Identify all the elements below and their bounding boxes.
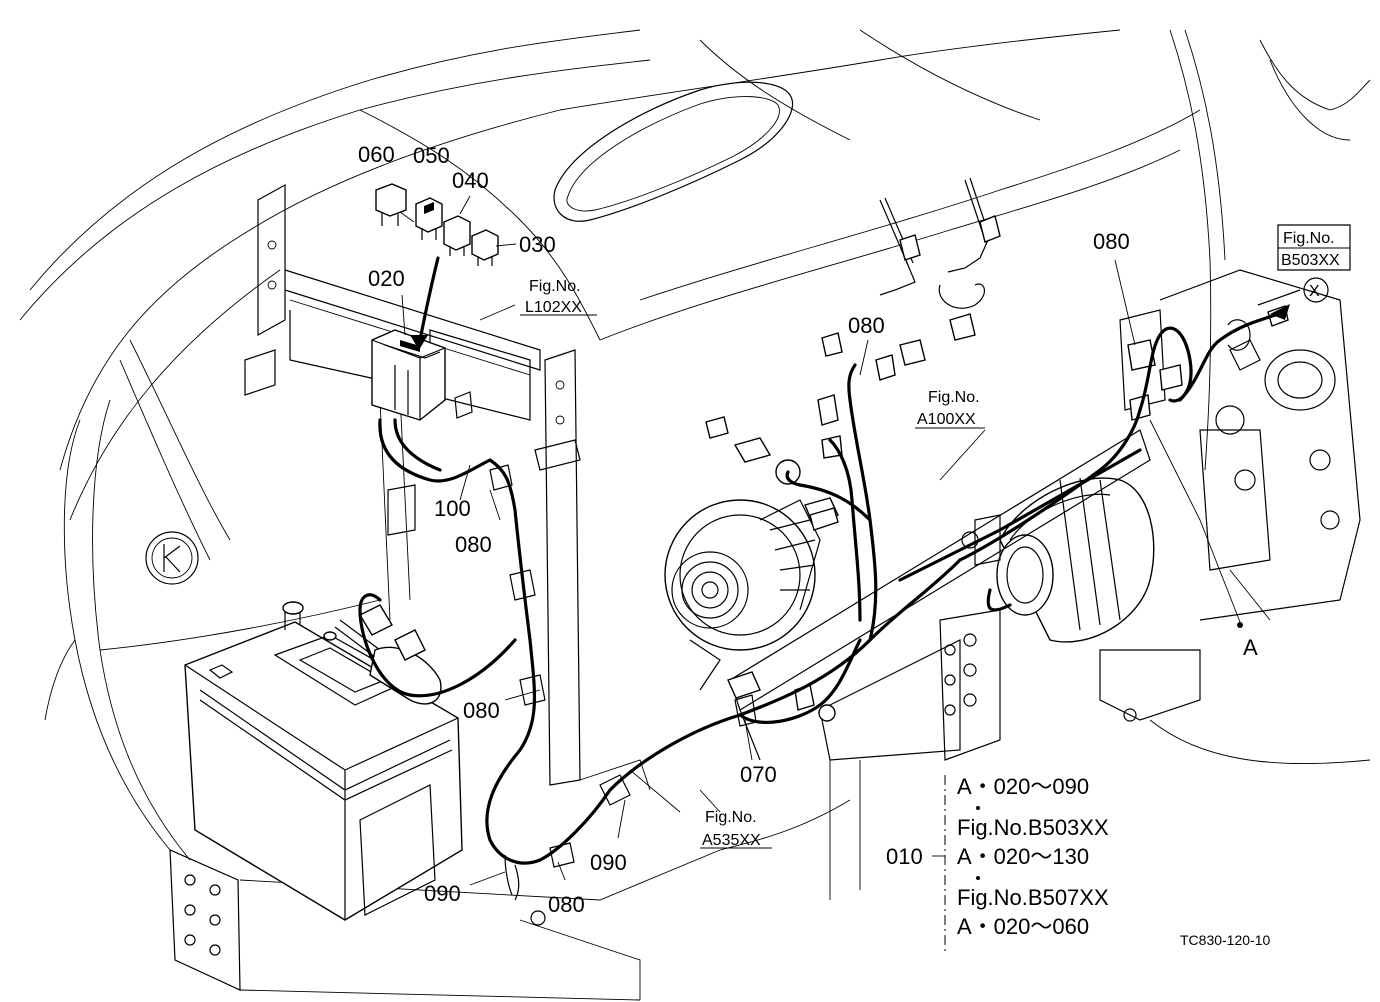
hood-vent (553, 81, 794, 222)
harness-clamps (489, 464, 757, 868)
callout-030: 030 (519, 232, 556, 257)
figure-references: Fig.No. L102XX Fig.No. B503XX Fig.No. A1… (525, 230, 1340, 849)
callout-080-top-right: 080 (1093, 229, 1130, 254)
fig-ref-l102-prefix: Fig.No. (529, 278, 581, 295)
callout-080-bottom: 080 (548, 892, 585, 917)
legend-dot-2 (976, 876, 980, 880)
legend-line-3: A・020～130 (957, 844, 1089, 869)
legend-dot-1 (976, 806, 980, 810)
fig-ref-l102-code: L102XX (525, 299, 582, 316)
wiring-harness (358, 256, 1290, 901)
legend-line-4: Fig.No.B507XX (957, 885, 1109, 910)
fuse-060 (375, 183, 407, 217)
fig-ref-a100-prefix: Fig.No. (928, 389, 980, 406)
legend: 010 A・020～090 Fig.No.B503XX A・020～130 Fi… (886, 774, 1109, 939)
battery-terminal-cover (334, 604, 442, 705)
hood-outline (19, 29, 1371, 521)
figure-reference-frames (520, 224, 1351, 849)
callout-040: 040 (452, 168, 489, 193)
fig-ref-b503-prefix: Fig.No. (1283, 230, 1335, 247)
callout-080-upper-left: 080 (455, 532, 492, 557)
callout-020: 020 (368, 266, 405, 291)
callout-050: 050 (413, 143, 450, 168)
callout-060: 060 (358, 142, 395, 167)
callout-090-left: 090 (424, 881, 461, 906)
alternator (664, 459, 839, 691)
fuse-050 (415, 197, 443, 233)
front-grille (44, 339, 381, 861)
legend-line-2: Fig.No.B503XX (957, 815, 1109, 840)
left-frame-plate (169, 849, 721, 1001)
fuses (375, 183, 499, 266)
callout-090-center: 090 (590, 850, 627, 875)
engine-block (1099, 269, 1371, 765)
callout-100: 100 (434, 496, 471, 521)
fig-ref-a100-code: A100XX (917, 411, 976, 428)
legend-item-010: 010 (886, 844, 923, 869)
marker-x: X (1309, 283, 1320, 300)
fuse-040 (443, 215, 471, 251)
fuse-box (371, 329, 446, 421)
battery (184, 601, 463, 921)
fuse-030 (471, 229, 499, 261)
callout-070: 070 (740, 762, 777, 787)
fig-ref-b503-code: B503XX (1281, 252, 1340, 269)
fig-ref-a535-prefix: Fig.No. (705, 809, 757, 826)
callout-080-mid-left: 080 (463, 698, 500, 723)
legend-line-5: A・020～060 (957, 914, 1089, 939)
leader-lines (399, 195, 1301, 886)
legend-line-1: A・020～090 (957, 774, 1089, 799)
sensors-and-connectors (705, 177, 1001, 722)
drawing-code: TC830-120-10 (1180, 932, 1270, 948)
legend-bracket (932, 775, 946, 955)
point-a-label: A (1243, 635, 1258, 660)
starter-motor (961, 477, 1155, 643)
fig-ref-a535-code: A535XX (702, 832, 761, 849)
callout-labels: 060 050 040 030 020 100 080 080 080 080 … (358, 142, 1258, 917)
callout-080-top-center: 080 (848, 313, 885, 338)
